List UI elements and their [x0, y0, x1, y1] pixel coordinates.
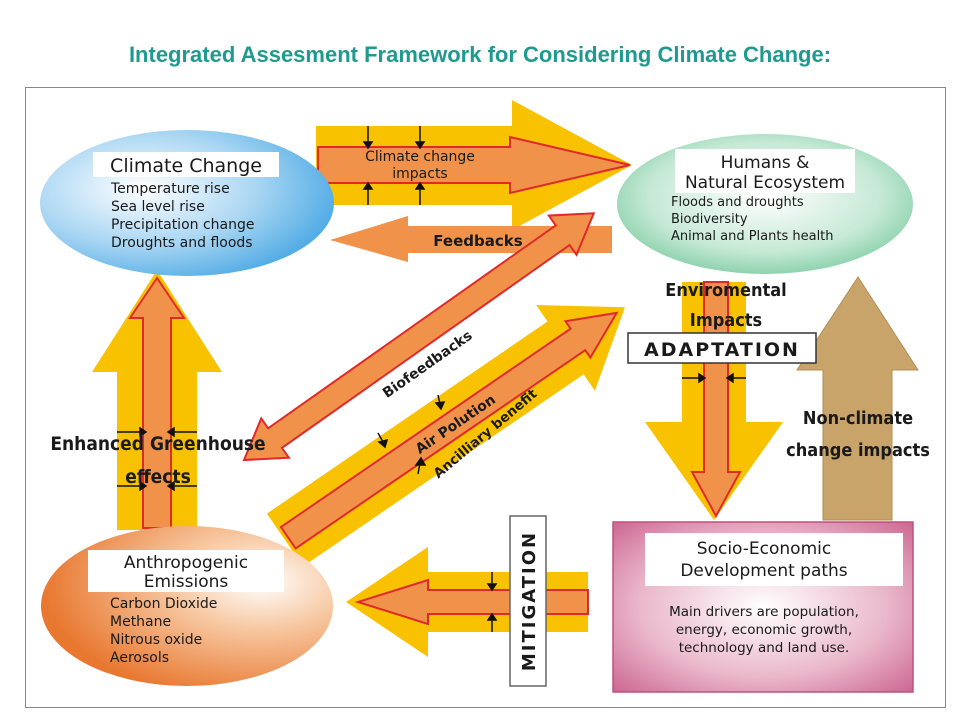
- socio-economic-label-box: [645, 533, 903, 586]
- non-climate-label: Non-climate: [803, 408, 913, 429]
- greenhouse-tick-marks: [117, 426, 197, 492]
- humans-ecosystem-item: Floods and droughts: [671, 195, 804, 210]
- humans-ecosystem-label: Humans &: [721, 153, 810, 173]
- non-climate-label: change impacts: [786, 440, 930, 461]
- biofeedbacks-arrow: [242, 212, 596, 462]
- humans-ecosystem-item: Biodiversity: [671, 212, 748, 227]
- air-pollution-arrow: [266, 305, 625, 567]
- impacts-tick-marks: [362, 126, 426, 205]
- socio-economic-item: energy, economic growth,: [676, 622, 852, 638]
- page-title: Integrated Assesment Framework for Consi…: [128, 42, 832, 67]
- adaptation-label-box: [627, 332, 817, 364]
- anthropogenic-emissions-label-box: [88, 550, 284, 592]
- adaptation-label: ADAPTATION: [644, 339, 800, 361]
- climate-change-label: Climate Change: [110, 155, 262, 177]
- greenhouse-label: effects: [125, 466, 191, 488]
- greenhouse-label: Enhanced Greenhouse: [50, 433, 265, 455]
- humans-ecosystem-label-box: [675, 149, 855, 193]
- climate-change-item: Temperature rise: [110, 181, 230, 197]
- anthropogenic-emissions-label: Emissions: [144, 572, 229, 592]
- socio-economic-item: technology and land use.: [679, 640, 850, 656]
- socio-economic-label: Development paths: [680, 561, 847, 581]
- mitigation-tick-marks: [486, 572, 498, 632]
- anthropogenic-emissions-item: Nitrous oxide: [110, 632, 202, 648]
- anthropogenic-emissions-item: Carbon Dioxide: [110, 596, 217, 612]
- anthropogenic-emissions-item: Aerosols: [110, 650, 169, 666]
- humans-ecosystem-item: Animal and Plants health: [671, 229, 834, 244]
- socio-economic-item: Main drivers are population,: [669, 604, 859, 620]
- anthropogenic-emissions-item: Methane: [110, 614, 171, 630]
- mitigation-label-box: [509, 515, 547, 687]
- climate-change-item: Sea level rise: [111, 199, 205, 215]
- env-impacts-label: Enviromental: [665, 280, 786, 301]
- climate-change-item: Precipitation change: [111, 217, 254, 233]
- impacts-label: impacts: [392, 166, 447, 182]
- climate-change-item: Droughts and floods: [111, 235, 253, 251]
- climate-change-label-box: [93, 152, 279, 177]
- adaptation-tick-marks: [682, 372, 746, 384]
- diagram-frame: [25, 87, 946, 708]
- env-impacts-label: Impacts: [690, 310, 762, 331]
- diagonal-tick-marks: [377, 394, 446, 475]
- greenhouse-inner-arrow: [128, 276, 186, 529]
- impacts-label: Climate change: [365, 149, 475, 165]
- anthropogenic-emissions-label: Anthropogenic: [124, 553, 248, 573]
- socio-economic-label: Socio-Economic: [697, 539, 831, 559]
- non-climate-arrow: [796, 276, 919, 521]
- humans-ecosystem-label: Natural Ecosystem: [685, 173, 845, 193]
- mitigation-label: MITIGATION: [519, 531, 540, 671]
- impacts-inner-arrow: [317, 135, 631, 195]
- feedbacks-label: Feedbacks: [433, 232, 522, 250]
